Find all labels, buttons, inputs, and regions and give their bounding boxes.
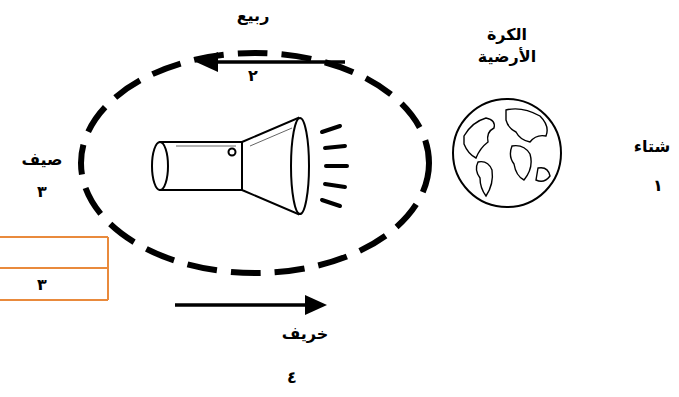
direction-arrow [196,52,345,72]
table-fragment [0,237,108,300]
season-label: ٣ [37,182,47,201]
season-label: ٢ [245,66,261,85]
direction-arrow [175,295,327,315]
season-label: ربيع [237,6,270,25]
orbit-ellipse [81,53,429,273]
season-label: ٤ [287,368,297,387]
globe-outline [450,96,564,210]
earth-globe: الكرة الأرضية [440,24,574,210]
flashlight [152,118,309,214]
globe-heading: الكرة الأرضية [462,24,552,67]
season-label: صيف [21,150,62,169]
season-label: خريف [282,324,329,343]
season-label: شتاء [634,137,670,156]
season-label: ٣ [37,275,47,294]
light-rays [322,126,347,206]
season-label: ١ [653,176,663,195]
